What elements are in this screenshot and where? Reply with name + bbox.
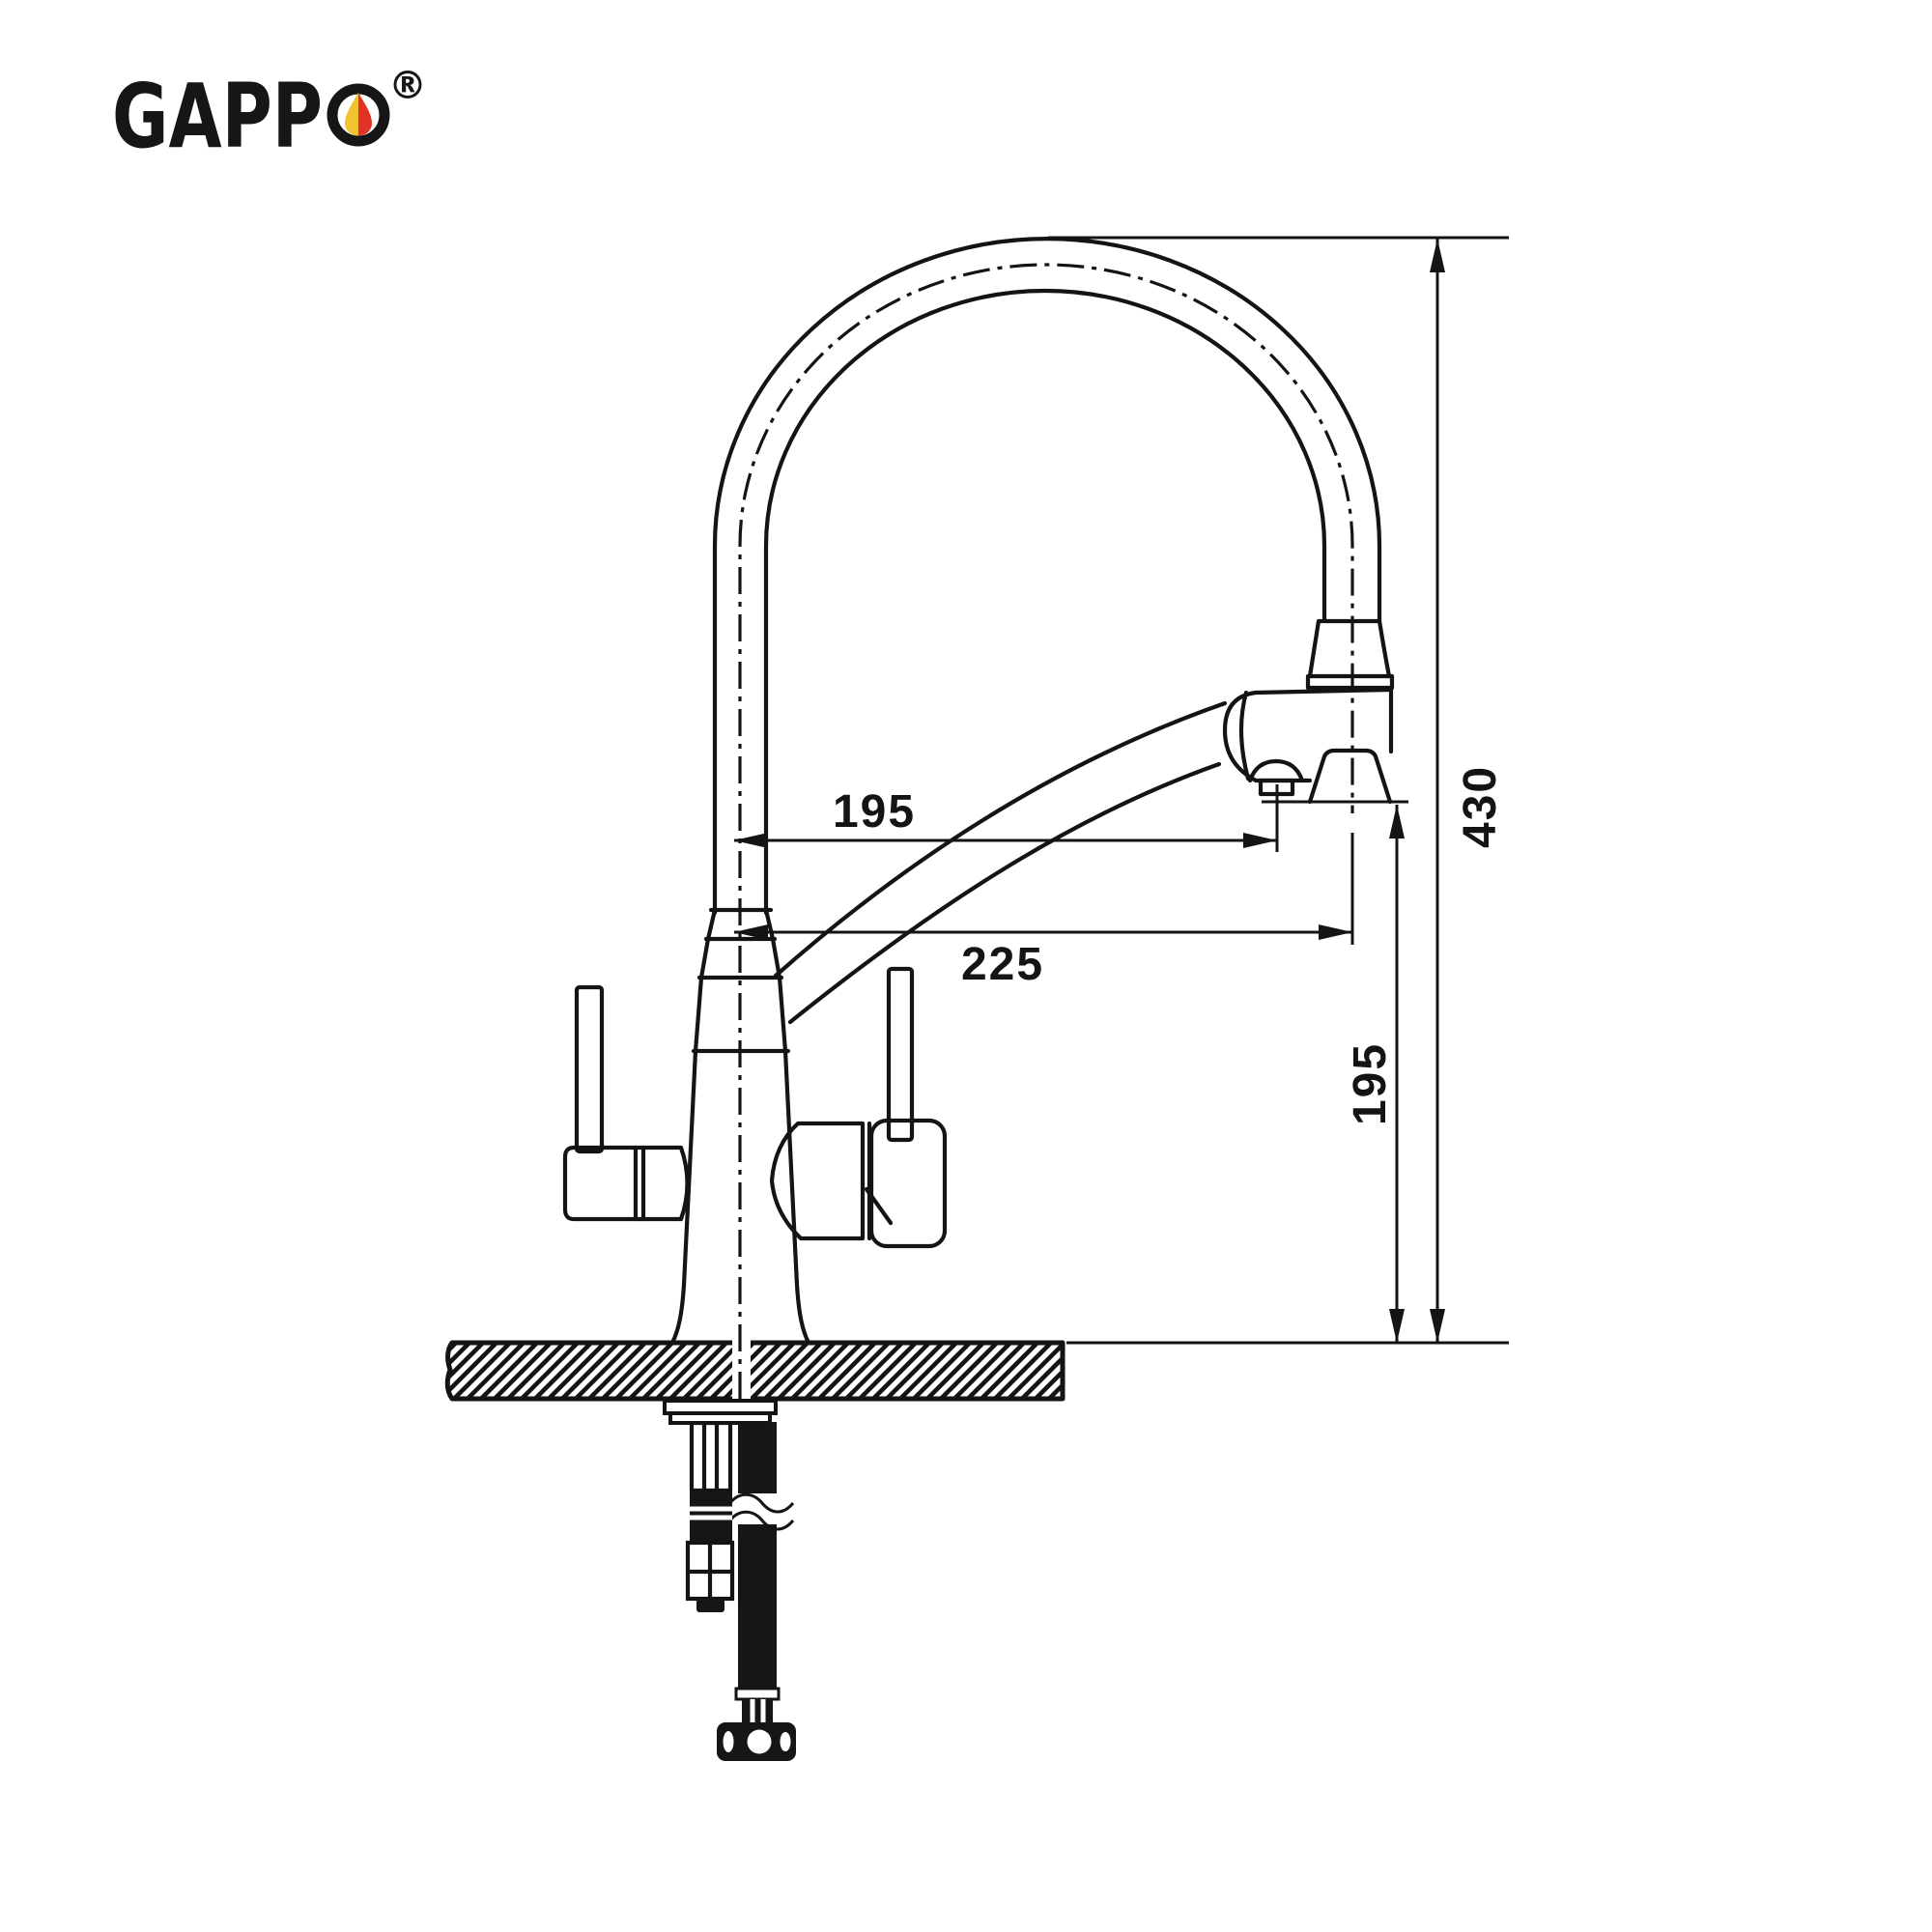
logo-o-ring — [327, 83, 390, 147]
spout-centerline — [738, 263, 1354, 1399]
faucet-outline — [562, 236, 1395, 1346]
brand-logo: GAPP ® — [112, 64, 427, 168]
aerator-tip — [1258, 778, 1295, 797]
hose-ferrule — [734, 1687, 781, 1701]
right-handle-escutcheon — [769, 1121, 866, 1241]
deck-flange — [663, 1399, 778, 1425]
right-handle-base — [868, 1118, 948, 1249]
spray-head-collar — [1305, 618, 1395, 691]
faucet-body — [669, 907, 811, 1346]
dim-label-spout-reach: 195 — [833, 786, 916, 838]
arrowhead — [1389, 1309, 1405, 1343]
gooseneck-inner — [763, 288, 1327, 916]
aerator-bump — [1247, 758, 1305, 783]
spray-head — [1222, 687, 1394, 805]
gooseneck-outer — [712, 236, 1382, 916]
spray-head-dome — [1307, 748, 1393, 805]
arrowhead — [1243, 833, 1277, 848]
arrowhead — [1319, 924, 1352, 940]
registered-trademark: ® — [388, 64, 427, 108]
right-handle — [769, 966, 948, 1249]
dimension-annotations: 195 225 430 195 — [734, 236, 1509, 1345]
spout-arm — [773, 700, 1228, 1025]
hose-nut — [717, 1722, 796, 1761]
drop-icon-red-half — [358, 93, 372, 136]
arrowhead — [734, 924, 768, 940]
dim-label-overall-height: 430 — [1455, 765, 1506, 848]
countertop-section — [444, 1340, 1065, 1402]
left-handle-lever — [574, 984, 605, 1154]
countertop-slab — [444, 1340, 1065, 1402]
mounting-stud — [685, 1420, 735, 1612]
spray-head-cap-seam — [1238, 690, 1251, 781]
right-handle-lever — [886, 966, 915, 1143]
left-handle — [562, 984, 690, 1222]
brand-wordmark: GAPP — [112, 65, 323, 168]
left-handle-base — [562, 1145, 690, 1222]
arrowhead — [734, 833, 768, 848]
arrowhead — [1430, 239, 1445, 272]
mounting-hole-gap — [732, 1340, 751, 1402]
under-counter-hardware — [663, 1399, 798, 1761]
arrowhead — [1430, 1309, 1445, 1343]
supply-hose — [717, 1422, 798, 1761]
arrowhead — [1389, 805, 1405, 838]
dim-label-spray-reach: 225 — [961, 939, 1044, 990]
dim-label-outlet-height: 195 — [1345, 1042, 1396, 1125]
hose-break-symbol — [726, 1492, 795, 1514]
center-axis-lines — [738, 263, 1354, 1399]
